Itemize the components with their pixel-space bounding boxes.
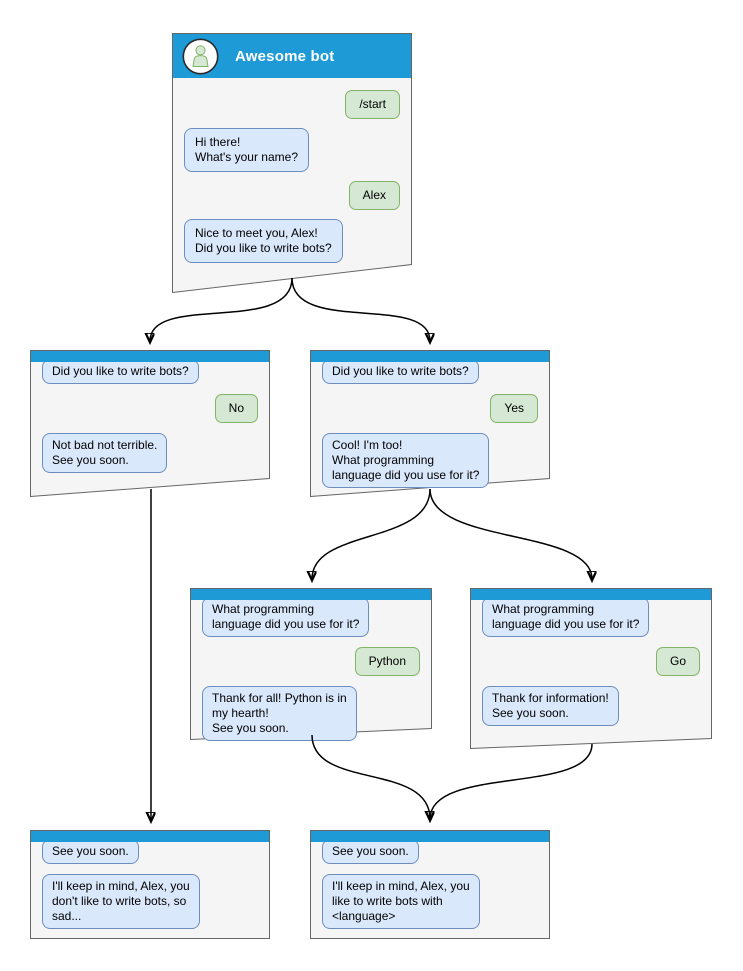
user-message-bubble: /start <box>345 90 400 119</box>
chat-window-final-yes: See you soon. I'll keep in mind, Alex, y… <box>310 830 550 939</box>
bot-message-bubble: What programming language did you use fo… <box>202 597 370 637</box>
arrow-yes-to-python <box>312 488 431 579</box>
window-titlebar <box>471 589 711 600</box>
bot-message-bubble: I'll keep in mind, Alex, you like to wri… <box>322 874 480 929</box>
window-titlebar <box>31 351 269 362</box>
arrow-go-to-final-yes <box>430 743 593 819</box>
bot-message-bubble: Thank for information! See you soon. <box>482 686 619 726</box>
bot-message-bubble: See you soon. <box>322 839 419 864</box>
arrow-python-to-final-yes <box>311 734 430 819</box>
arrow-yes-to-go <box>429 488 592 579</box>
chat-window-branch-go: What programming language did you use fo… <box>470 588 712 749</box>
window-titlebar: Awesome bot <box>173 34 411 78</box>
window-titlebar <box>311 831 549 842</box>
window-titlebar <box>31 831 269 842</box>
bot-message-bubble: Did you like to write bots? <box>42 359 199 384</box>
bot-message-bubble: Did you like to write bots? <box>322 359 479 384</box>
bot-message-bubble: I'll keep in mind, Alex, you don't like … <box>42 874 200 929</box>
bot-message-bubble: See you soon. <box>42 839 139 864</box>
bot-message-bubble: Cool! I'm too! What programming language… <box>322 433 490 488</box>
user-message-bubble: Python <box>354 647 420 676</box>
user-message-bubble: Go <box>655 647 700 676</box>
window-titlebar <box>311 351 549 362</box>
bot-message-bubble: Hi there! What's your name? <box>184 128 310 172</box>
chat-window-final-no: See you soon. I'll keep in mind, Alex, y… <box>30 830 270 939</box>
user-message-bubble: Yes <box>490 394 538 423</box>
chat-window-branch-python: What programming language did you use fo… <box>190 588 432 741</box>
chat-window-branch-yes: Did you like to write bots? Yes Cool! I'… <box>310 350 550 497</box>
window-title: Awesome bot <box>235 47 335 65</box>
bot-message-bubble: Thank for all! Python is in my hearth! S… <box>202 686 357 741</box>
bot-message-bubble: Nice to meet you, Alex! Did you like to … <box>184 219 343 263</box>
bot-avatar-person-icon <box>182 37 219 75</box>
bot-message-bubble: What programming language did you use fo… <box>482 597 650 637</box>
user-message-bubble: No <box>214 394 258 423</box>
bot-message-bubble: Not bad not terrible. See you soon. <box>42 433 168 473</box>
chat-window-branch-no: Did you like to write bots? No Not bad n… <box>30 350 270 497</box>
user-message-bubble: Alex <box>348 181 400 210</box>
window-titlebar <box>191 589 431 600</box>
chat-window-main: Awesome bot /start Hi there! What's your… <box>172 33 412 293</box>
